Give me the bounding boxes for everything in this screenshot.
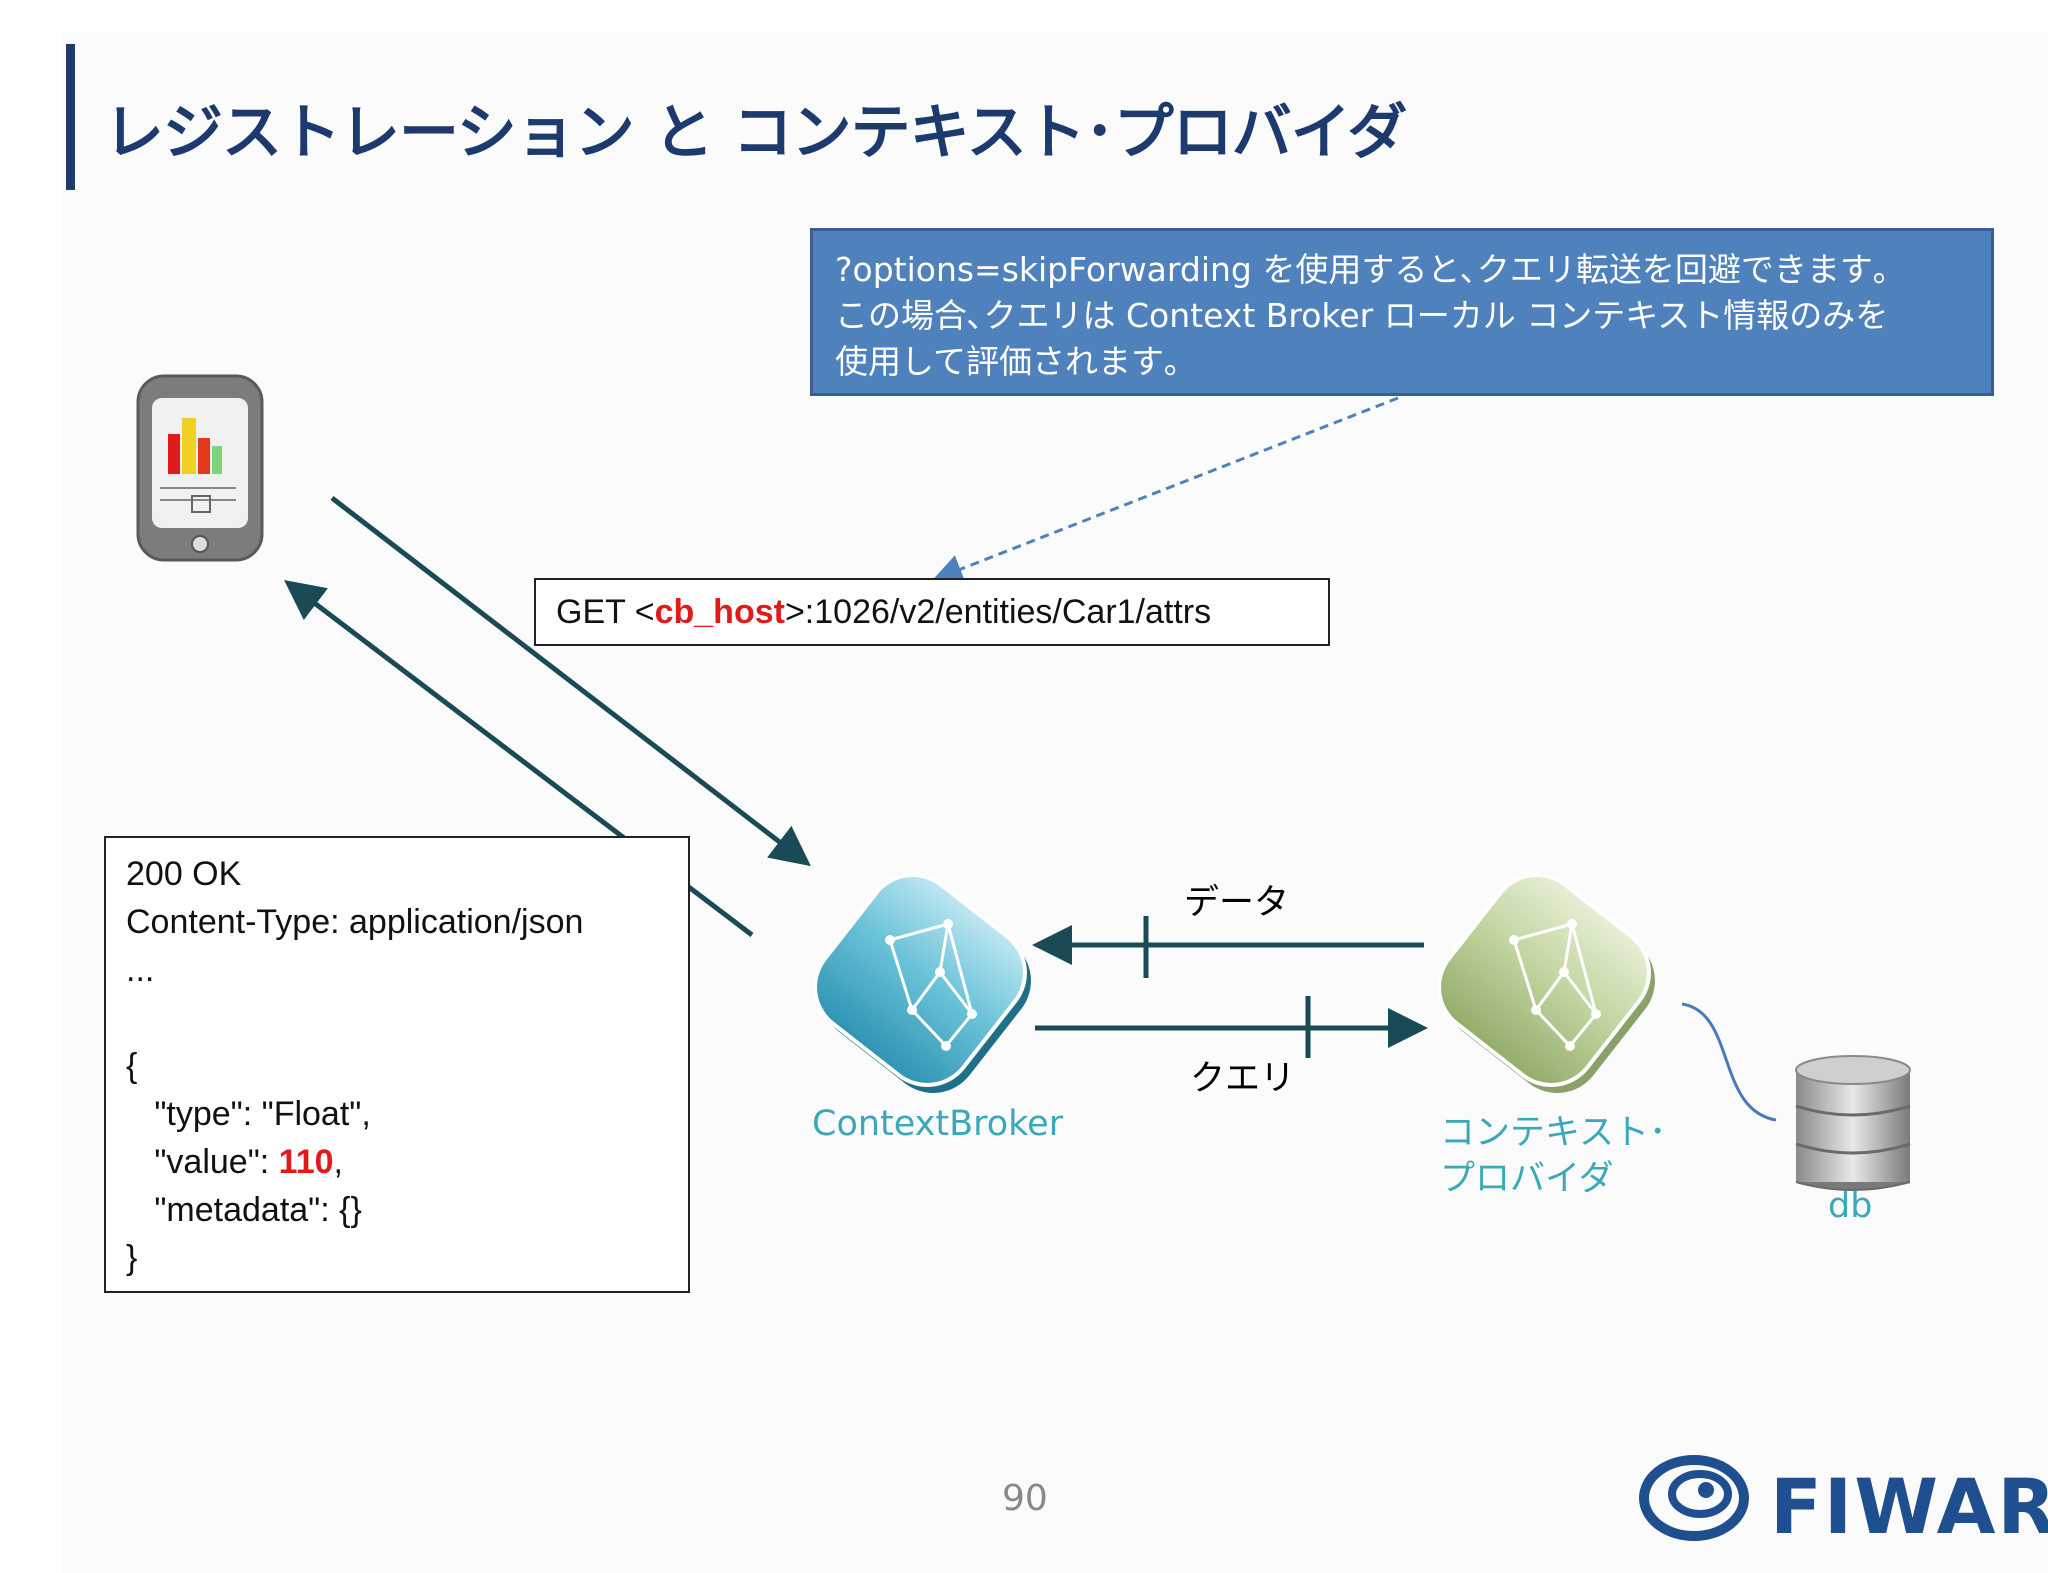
context-broker-icon <box>813 873 1031 1093</box>
note-line: この場合､クエリは Context Broker ローカル コンテキスト情報のみ… <box>835 296 1889 335</box>
response-status: 200 OK <box>126 855 242 893</box>
request-box: GET <cb_host>:1026/v2/entities/Car1/attr… <box>534 578 1330 646</box>
request-arrow <box>330 496 811 867</box>
response-value-suffix: , <box>333 1143 343 1181</box>
note-line: 使用して評価されます｡ <box>835 342 1181 381</box>
data-label: データ <box>1184 883 1290 923</box>
response-metadata-line: "metadata": {} <box>126 1191 362 1229</box>
request-prefix: GET < <box>556 593 655 631</box>
response-content-type: Content-Type: application/json <box>126 903 584 941</box>
query-label: クエリ <box>1190 1059 1296 1099</box>
title-accent-bar <box>66 44 75 190</box>
smartphone-icon <box>136 374 264 562</box>
fiware-logo: FIWARE <box>1770 1462 2048 1551</box>
query-flow-arrow <box>1035 996 1428 1058</box>
note-line: ?options=skipForwarding を使用すると､クエリ転送を回避で… <box>835 250 1890 289</box>
context-provider-label-line2: プロバイダ <box>1440 1159 1614 1199</box>
context-provider-icon <box>1437 873 1655 1093</box>
response-box: 200 OK Content-Type: application/json ..… <box>104 836 690 1293</box>
request-suffix: >:1026/v2/entities/Car1/attrs <box>784 593 1212 631</box>
response-close-brace: } <box>126 1239 138 1277</box>
response-value-prefix: "value": <box>126 1143 279 1181</box>
response-type-line: "type": "Float", <box>126 1095 371 1133</box>
response-value-line: "value": 110, <box>126 1138 688 1186</box>
page-number: 90 <box>1002 1478 1048 1519</box>
context-broker-label: ContextBroker <box>812 1104 1064 1144</box>
context-provider-label-line1: コンテキスト･ <box>1440 1113 1667 1153</box>
db-label: db <box>1828 1186 1873 1226</box>
response-value: 110 <box>278 1143 334 1181</box>
database-icon <box>1795 1055 1911 1191</box>
response-ellipsis: ... <box>126 951 155 989</box>
provider-db-connector <box>1681 1002 1777 1122</box>
data-flow-arrow <box>1032 916 1424 978</box>
note-pointer-arrow <box>932 396 1399 584</box>
skip-forwarding-note: ?options=skipForwarding を使用すると､クエリ転送を回避で… <box>810 228 1994 396</box>
slide-title: レジストレーション と コンテキスト･プロバイダ <box>104 98 1407 168</box>
request-host: cb_host <box>654 593 785 631</box>
response-blank <box>126 994 688 1042</box>
response-open-brace: { <box>126 1047 138 1085</box>
fiware-logo-swirl <box>1639 1455 1749 1541</box>
